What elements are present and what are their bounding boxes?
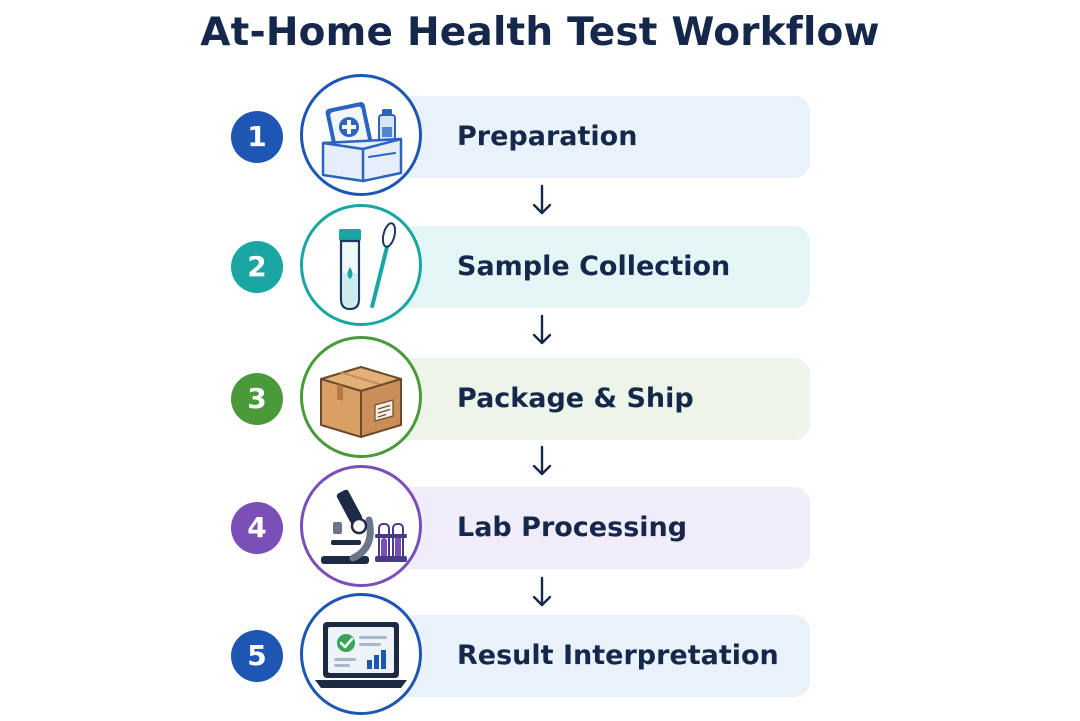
- workflow-step-3: Package & Ship 3: [0, 334, 1080, 464]
- workflow-step-1: Preparation 1: [0, 72, 1080, 202]
- flow-arrow: [530, 314, 554, 346]
- step-icon-circle: [300, 593, 422, 715]
- workflow-step-5: Result Interpretation 5: [0, 591, 1080, 721]
- workflow-step-4: Lab Processing 4: [0, 463, 1080, 593]
- laptop-results-icon: [315, 622, 407, 688]
- medical-kit-icon: [321, 102, 403, 183]
- flow-arrow: [530, 576, 554, 608]
- flow-arrow: [530, 445, 554, 477]
- step-label: Sample Collection: [457, 251, 731, 282]
- step-label: Package & Ship: [457, 383, 694, 414]
- step-number-badge: 5: [231, 630, 283, 682]
- step-icon-circle: [300, 204, 422, 326]
- microscope-icon: [321, 489, 407, 564]
- step-number-badge: 1: [231, 111, 283, 163]
- diagram-title: At-Home Health Test Workflow: [200, 10, 880, 55]
- step-bar: [390, 358, 810, 440]
- step-number-badge: 2: [231, 241, 283, 293]
- step-number-badge: 3: [231, 373, 283, 425]
- step-label: Lab Processing: [457, 512, 688, 543]
- step-bar: [390, 96, 810, 178]
- step-label: Preparation: [457, 121, 638, 152]
- step-bar: [390, 226, 810, 308]
- step-icon-circle: [300, 336, 422, 458]
- step-icon-circle: [300, 465, 422, 587]
- step-bar: [390, 615, 810, 697]
- step-label: Result Interpretation: [457, 640, 779, 671]
- workflow-step-2: Sample Collection 2: [0, 202, 1080, 332]
- step-number-badge: 4: [231, 502, 283, 554]
- flow-arrow: [530, 184, 554, 216]
- test-tube-swab-icon: [339, 222, 397, 311]
- step-bar: [390, 487, 810, 569]
- step-icon-circle: [300, 74, 422, 196]
- shipping-box-icon: [320, 366, 402, 438]
